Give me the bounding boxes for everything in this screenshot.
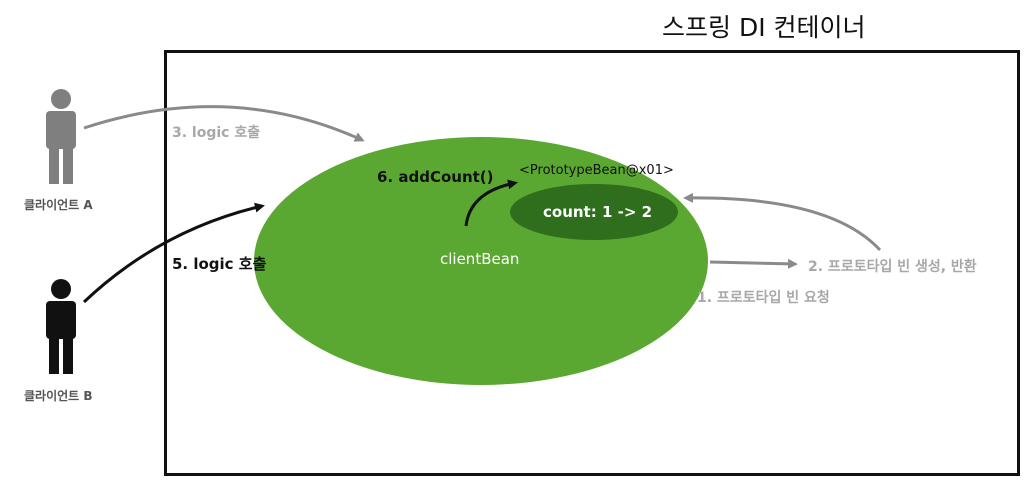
arrow-step2-return (683, 192, 882, 252)
container-title: 스프링 DI 컨테이너 (662, 13, 866, 42)
arrow-step5 (82, 202, 265, 304)
arrow-step6 (464, 179, 518, 227)
step2-label: 2. 프로토타입 빈 생성, 반환 (808, 259, 977, 275)
client-bean-label: clientBean (440, 250, 520, 268)
client-b-icon (46, 279, 76, 374)
step5-label: 5. logic 호출 (172, 255, 267, 273)
spring-di-container (164, 50, 1020, 476)
prototype-bean-count: count: 1 -> 2 (543, 203, 653, 221)
step1-label: 1. 프로토타입 빈 요청 (697, 290, 830, 306)
client-a-icon (46, 89, 76, 184)
arrow-step3 (83, 105, 365, 142)
client-b-label: 클라이언트 B (24, 389, 93, 403)
step3-label: 3. logic 호출 (172, 125, 261, 141)
prototype-bean-title: <PrototypeBean@x01> (519, 163, 674, 178)
step6-label: 6. addCount() (377, 168, 494, 186)
arrow-step1-request (709, 258, 798, 269)
prototype-bean-ellipse (510, 184, 678, 240)
client-a-label: 클라이언트 A (24, 198, 93, 212)
